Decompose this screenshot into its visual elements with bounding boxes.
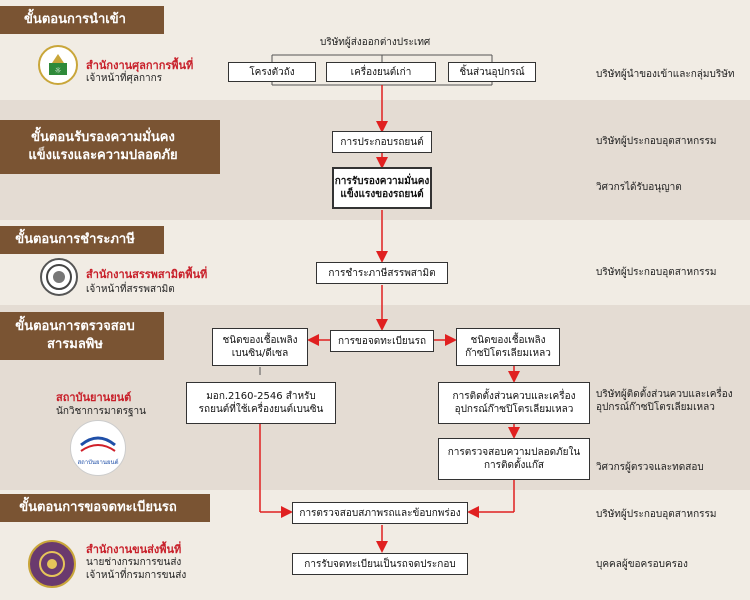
transport-logo-icon xyxy=(28,540,76,588)
actor-licensed-engineer: วิศวกรได้รับอนุญาต xyxy=(596,182,682,193)
actor-gas-installer: บริษัทผู้ติดตั้งส่วนควบและเครื่อง อุปกรณ… xyxy=(596,389,733,413)
customs-logo-icon: ☼ xyxy=(38,45,78,85)
agency-tisi-title: สถาบันยานยนต์ xyxy=(56,391,132,404)
actor-owner: บุคคลผู้ขอครอบครอง xyxy=(596,559,688,570)
actor-manufacturer-inspection: บริษัทผู้ประกอบอุตสาหกรรม xyxy=(596,509,717,520)
plate-request-box: การขอจดทะเบียนรถ xyxy=(330,330,434,352)
actor-manufacturer-excise: บริษัทผู้ประกอบอุตสาหกรรม xyxy=(596,267,717,278)
tisi-logo-text: สถาบันยานยนต์ xyxy=(77,459,119,466)
excise-payment-box: การชำระภาษีสรรพสามิต xyxy=(316,262,448,284)
tisi-logo-icon: สถาบันยานยนต์ xyxy=(70,420,126,476)
standard-box: มอก.2160-2546 สำหรับ รถยนต์ที่ใช้เครื่อง… xyxy=(186,382,336,424)
registered-box: การรับจดทะเบียนเป็นรถจดประกอบ xyxy=(292,553,468,575)
old-engine-box: เครื่องยนต์เก่า xyxy=(326,62,436,82)
agency-excise-title: สำนักงานสรรพสามิตพื้นที่ xyxy=(86,268,208,281)
agency-excise-staff: เจ้าหน้าที่สรรพสามิต xyxy=(86,284,175,295)
agency-transport-title: สำนักงานขนส่งพื้นที่ xyxy=(86,543,182,556)
actor-importer: บริษัทผู้นำของเข้าและกลุ่มบริษัท xyxy=(596,69,735,80)
svg-text:☼: ☼ xyxy=(54,66,61,75)
agency-customs-staff: เจ้าหน้าที่ศุลกากร xyxy=(86,73,163,84)
actor-test-engineer: วิศวกรผู้ตรวจและทดสอบ xyxy=(596,462,704,473)
agency-customs-title: สำนักงานศุลกากรพื้นที่ xyxy=(86,59,194,72)
section-tab-emission: ขั้นตอนการตรวจสอบ สารมลพิษ xyxy=(0,312,164,360)
assembly-box: การประกอบรถยนต์ xyxy=(332,131,432,153)
exporter-label: บริษัทผู้ส่งออกต่างประเทศ xyxy=(320,37,431,48)
chassis-box: โครงตัวถัง xyxy=(228,62,316,82)
section-tab-certify: ขั้นตอนรับรองความมั่นคง แข็งแรงและความปล… xyxy=(0,120,220,174)
section-tab-register: ขั้นตอนการขอจดทะเบียนรถ xyxy=(0,494,210,522)
section-tab-excise: ขั้นตอนการชำระภาษี xyxy=(0,226,164,254)
gas-safety-box: การตรวจสอบความปลอดภัยใน การติดตั้งแก๊ส xyxy=(438,438,590,480)
section-tab-import: ขั้นตอนการนำเข้า xyxy=(0,6,164,34)
actor-manufacturer: บริษัทผู้ประกอบอุตสาหกรรม xyxy=(596,136,717,147)
fuel-gasoline-box: ชนิดของเชื้อเพลิง เบนซิน/ดีเซล xyxy=(212,328,308,366)
fuel-gas-box: ชนิดของเชื้อเพลิง ก๊าซปิโตรเลียมเหลว xyxy=(456,328,560,366)
agency-transport-staff: นายช่างกรมการขนส่ง เจ้าหน้าที่กรมการขนส่… xyxy=(86,557,187,581)
inspection-box: การตรวจสอบสภาพรถและข้อบกพร่อง xyxy=(292,502,468,524)
certification-box: การรับรองความมั่นคง แข็งแรงของรถยนต์ xyxy=(332,167,432,209)
parts-box: ชิ้นส่วนอุปกรณ์ xyxy=(448,62,536,82)
agency-tisi-staff: นักวิชาการมาตรฐาน xyxy=(56,406,146,417)
gas-install-box: การติดตั้งส่วนควบและเครื่อง อุปกรณ์ก๊าซป… xyxy=(438,382,590,424)
excise-logo-icon xyxy=(40,258,78,296)
